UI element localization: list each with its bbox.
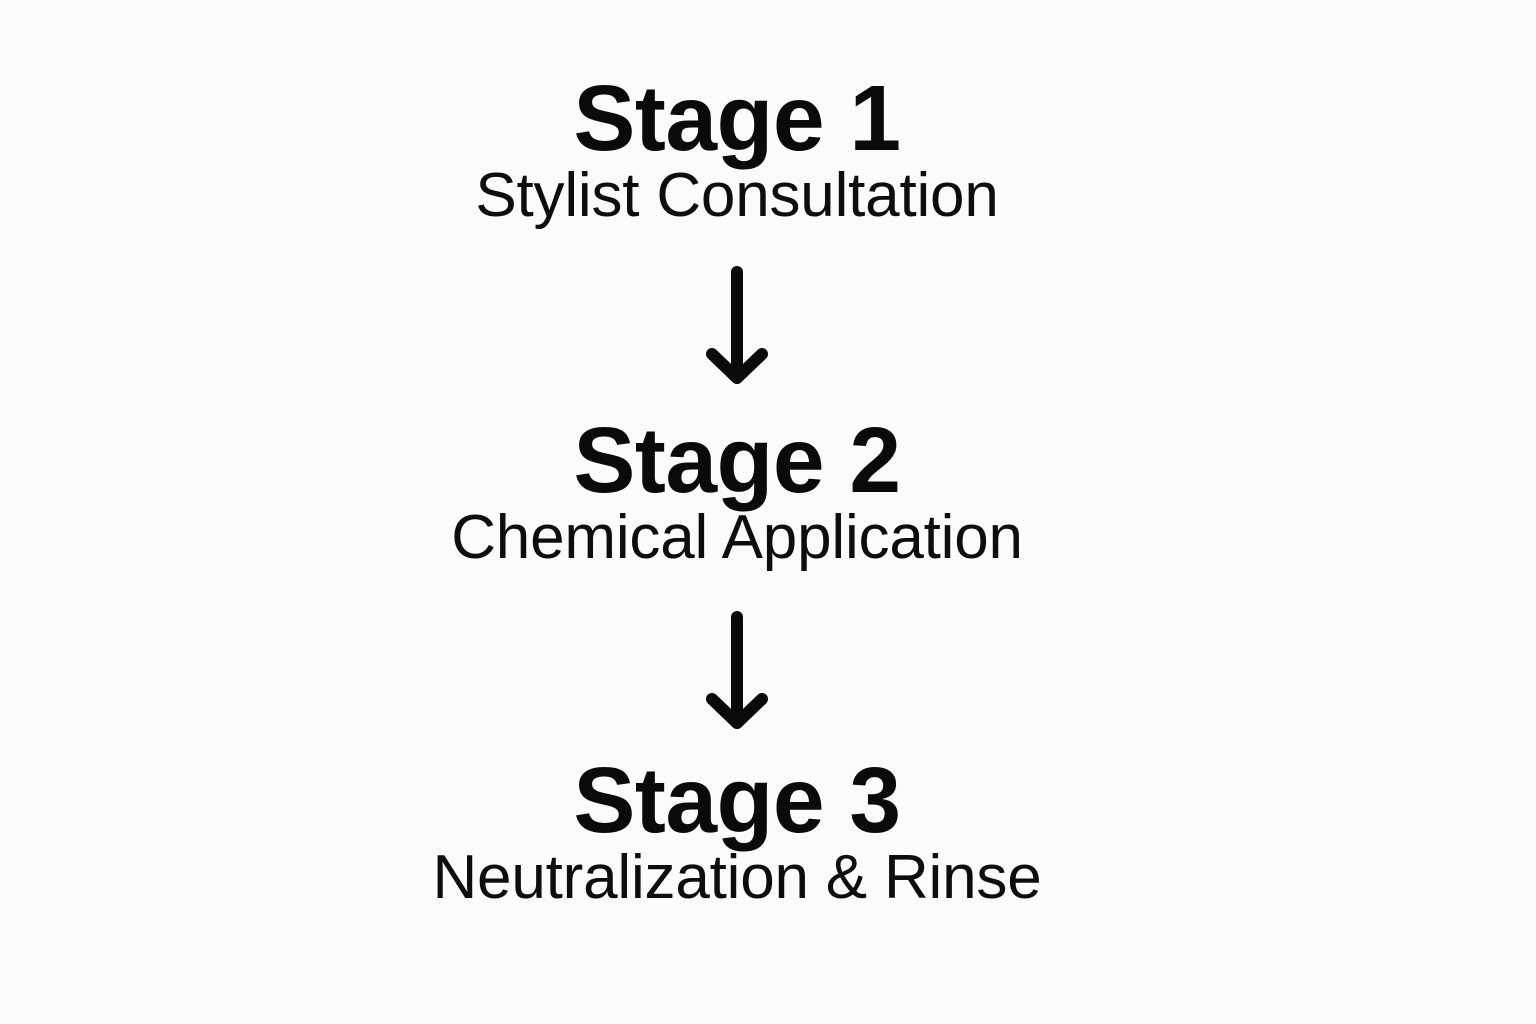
flow-node-title: Stage 2: [573, 408, 901, 512]
flow-node-subtitle: Stylist Consultation: [475, 161, 999, 230]
down-arrow-icon: [706, 611, 768, 729]
flow-node-stage-3[interactable]: Stage 3 Neutralization & Rinse: [0, 754, 1474, 909]
flow-node-subtitle: Chemical Application: [451, 503, 1023, 572]
flow-node-stage-1[interactable]: Stage 1 Stylist Consultation: [0, 72, 1474, 227]
down-arrow-icon: [706, 266, 768, 384]
flow-node-subtitle: Neutralization & Rinse: [432, 843, 1042, 912]
flow-connector-2: [695, 609, 779, 737]
flow-node-title: Stage 1: [573, 66, 901, 170]
flow-node-stage-2[interactable]: Stage 2 Chemical Application: [0, 414, 1474, 569]
flow-node-title: Stage 3: [573, 748, 901, 852]
flow-connector-1: [695, 264, 779, 392]
